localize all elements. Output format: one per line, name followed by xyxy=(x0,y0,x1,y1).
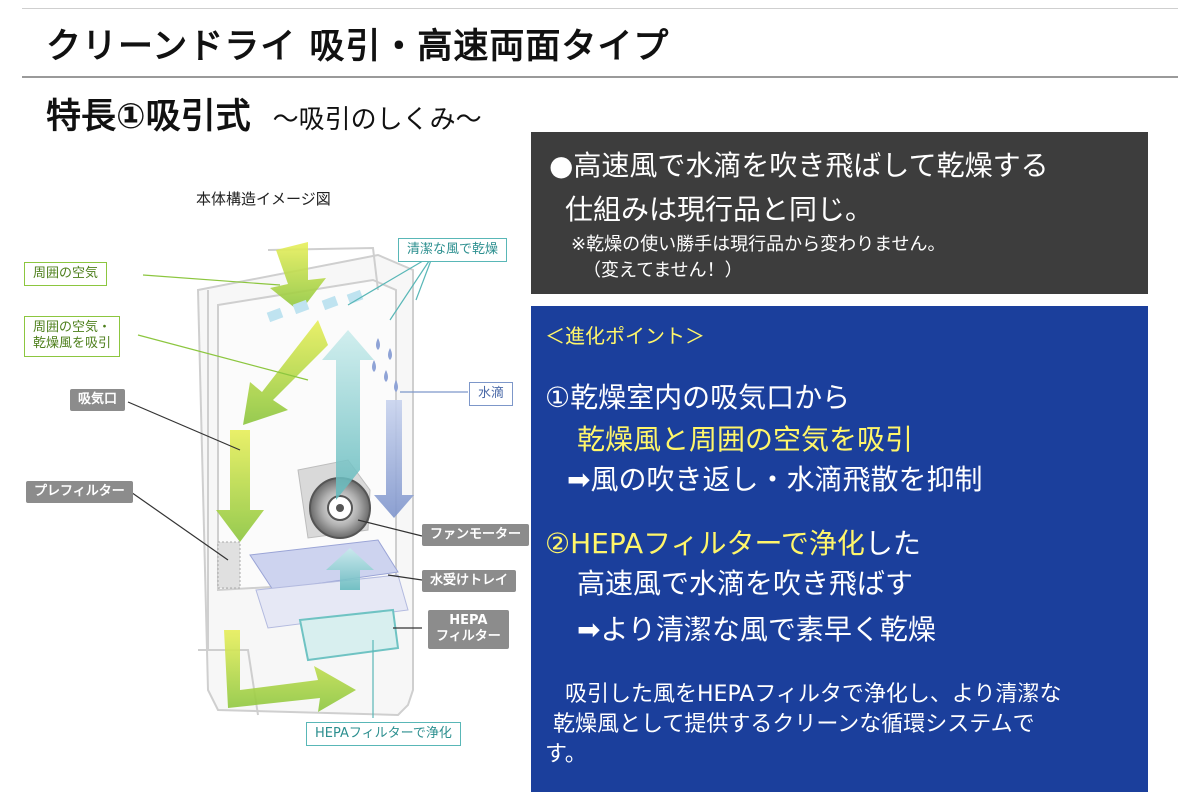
point1-line2: 乾燥風と周囲の空気を吸引 xyxy=(577,423,914,456)
summary-line1: ●高速風で水滴を吹き飛ばして乾燥する xyxy=(549,149,1049,182)
prefilter-shape xyxy=(217,541,241,589)
point1-line3: ➡風の吹き返し・水滴飛散を抑制 xyxy=(567,463,983,496)
water-tray-shape xyxy=(249,539,399,591)
callout-hepa-filter: HEPA フィルター xyxy=(428,610,509,649)
callout-intake: 吸気口 xyxy=(70,389,126,412)
point2-line2: 高速風で水滴を吹き飛ばす xyxy=(577,567,914,600)
water-flow-arrow xyxy=(374,400,414,518)
summary-line2: 仕組みは現行品と同じ。 xyxy=(565,193,874,226)
callout-hepa-line1: HEPA xyxy=(449,613,488,628)
top-divider xyxy=(22,8,1178,9)
callout-hepa-line2: フィルター xyxy=(436,629,501,645)
callout-water-drops: 水滴 xyxy=(469,382,514,407)
teal-airflow-arrows xyxy=(322,330,374,590)
diagram-caption: 本体構造イメージ図 xyxy=(196,190,331,208)
summary-panel: ●高速風で水滴を吹き飛ばして乾燥する 仕組みは現行品と同じ。 ※乾燥の使い勝手は… xyxy=(531,132,1148,294)
callout-suction-line1: 周囲の空気・ xyxy=(33,320,112,335)
callout-hepa-purify: HEPAフィルターで浄化 xyxy=(306,722,461,747)
callout-clean-air: 清潔な風で乾燥 xyxy=(398,238,508,263)
fan-motor-icon xyxy=(297,459,371,539)
point1-line1: ①乾燥室内の吸気口から xyxy=(545,381,851,414)
water-drop-icon xyxy=(372,338,398,392)
callout-suction-line2: 乾燥風を吸引 xyxy=(33,336,112,352)
subtitle-sub: ～吸引のしくみ～ xyxy=(272,105,482,135)
callout-fan-motor: ファンモーター xyxy=(422,524,530,547)
summary-text-line1: 吸引した風をHEPAフィルタで浄化し、より清潔な xyxy=(565,682,1062,707)
callout-suction: 周囲の空気・ 乾燥風を吸引 xyxy=(24,316,121,357)
summary-text-line3: す。 xyxy=(545,742,587,767)
summary-note1: ※乾燥の使い勝手は現行品から変わりません。 xyxy=(571,234,946,255)
page-subtitle: 特長①吸引式 ～吸引のしくみ～ xyxy=(46,88,482,139)
green-suction-arrows xyxy=(216,242,356,712)
summary-text-line2: 乾燥風として提供するクリーンな循環システムで xyxy=(553,712,1035,737)
callout-surrounding-air: 周囲の空気 xyxy=(24,262,108,287)
page-title: クリーンドライ 吸引・高速両面タイプ xyxy=(46,27,670,67)
title-divider xyxy=(22,76,1178,78)
point2-line1: ②HEPAフィルターで浄化した xyxy=(545,522,921,562)
callout-prefilter: プレフィルター xyxy=(26,481,133,504)
summary-note2: （変えてません！） xyxy=(583,260,743,281)
point2-line3: ➡より清潔な風で素早く乾燥 xyxy=(577,613,936,646)
evolution-heading: ＜進化ポイント＞ xyxy=(545,324,705,348)
callout-water-tray: 水受けトレイ xyxy=(422,570,517,593)
evolution-panel: ＜進化ポイント＞ ①乾燥室内の吸気口から 乾燥風と周囲の空気を吸引 ➡風の吹き返… xyxy=(531,306,1148,792)
structure-diagram xyxy=(127,242,468,718)
subtitle-main: 特長①吸引式 xyxy=(46,97,251,137)
point2-rest: した xyxy=(864,527,921,560)
point2-highlight: ②HEPAフィルターで浄化 xyxy=(545,527,865,560)
